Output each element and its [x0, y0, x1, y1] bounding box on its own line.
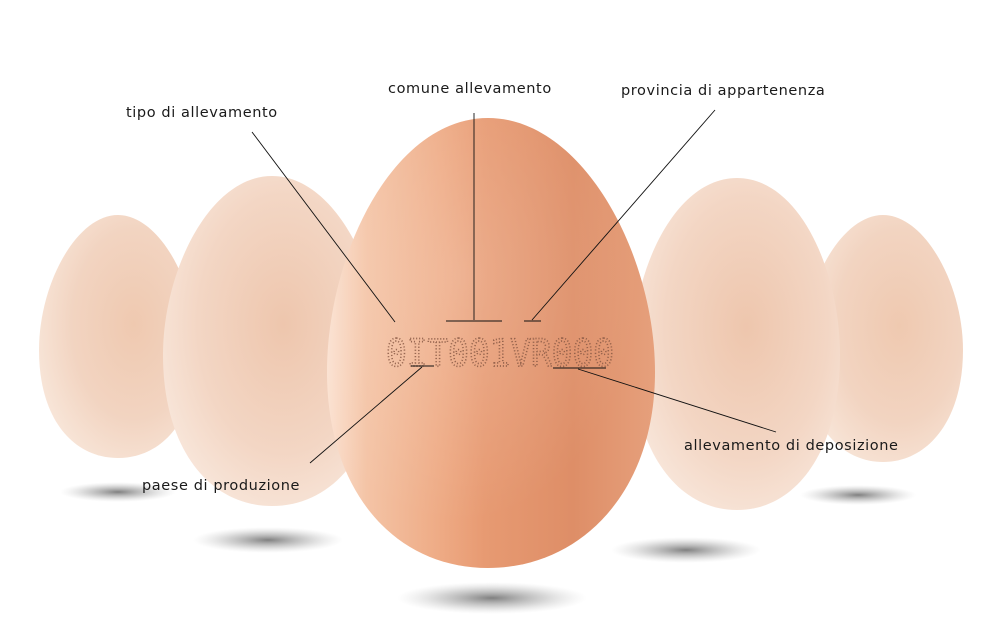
labels: tipo di allevamento comune allevamento p… — [126, 81, 899, 494]
egg-right — [632, 178, 840, 510]
shadow-left — [193, 527, 343, 553]
leader-lines — [251, 109, 777, 464]
label-tipo-allevamento: tipo di allevamento — [126, 105, 278, 121]
shadow-far-left — [60, 482, 176, 502]
egg-left — [163, 176, 382, 506]
label-paese-produzione: paese di produzione — [142, 478, 300, 494]
label-comune-allevamento: comune allevamento — [388, 81, 552, 97]
shadow-right — [611, 537, 761, 563]
egg-center-sheen — [327, 118, 655, 568]
background-eggs — [39, 176, 963, 510]
leader-provincia — [531, 109, 716, 321]
shadow-far-right — [800, 485, 916, 505]
shadow-center — [397, 582, 587, 614]
leader-paese — [309, 366, 423, 464]
center-egg — [327, 118, 655, 568]
egg-far-right — [803, 215, 963, 462]
egg-far-left — [39, 215, 197, 458]
leader-tipo — [251, 131, 396, 323]
label-provincia-appartenenza: provincia di appartenenza — [621, 83, 825, 99]
leader-deposizione — [577, 368, 777, 433]
label-allevamento-deposizione: allevamento di deposizione — [684, 438, 899, 454]
egg-shadows — [60, 482, 916, 614]
